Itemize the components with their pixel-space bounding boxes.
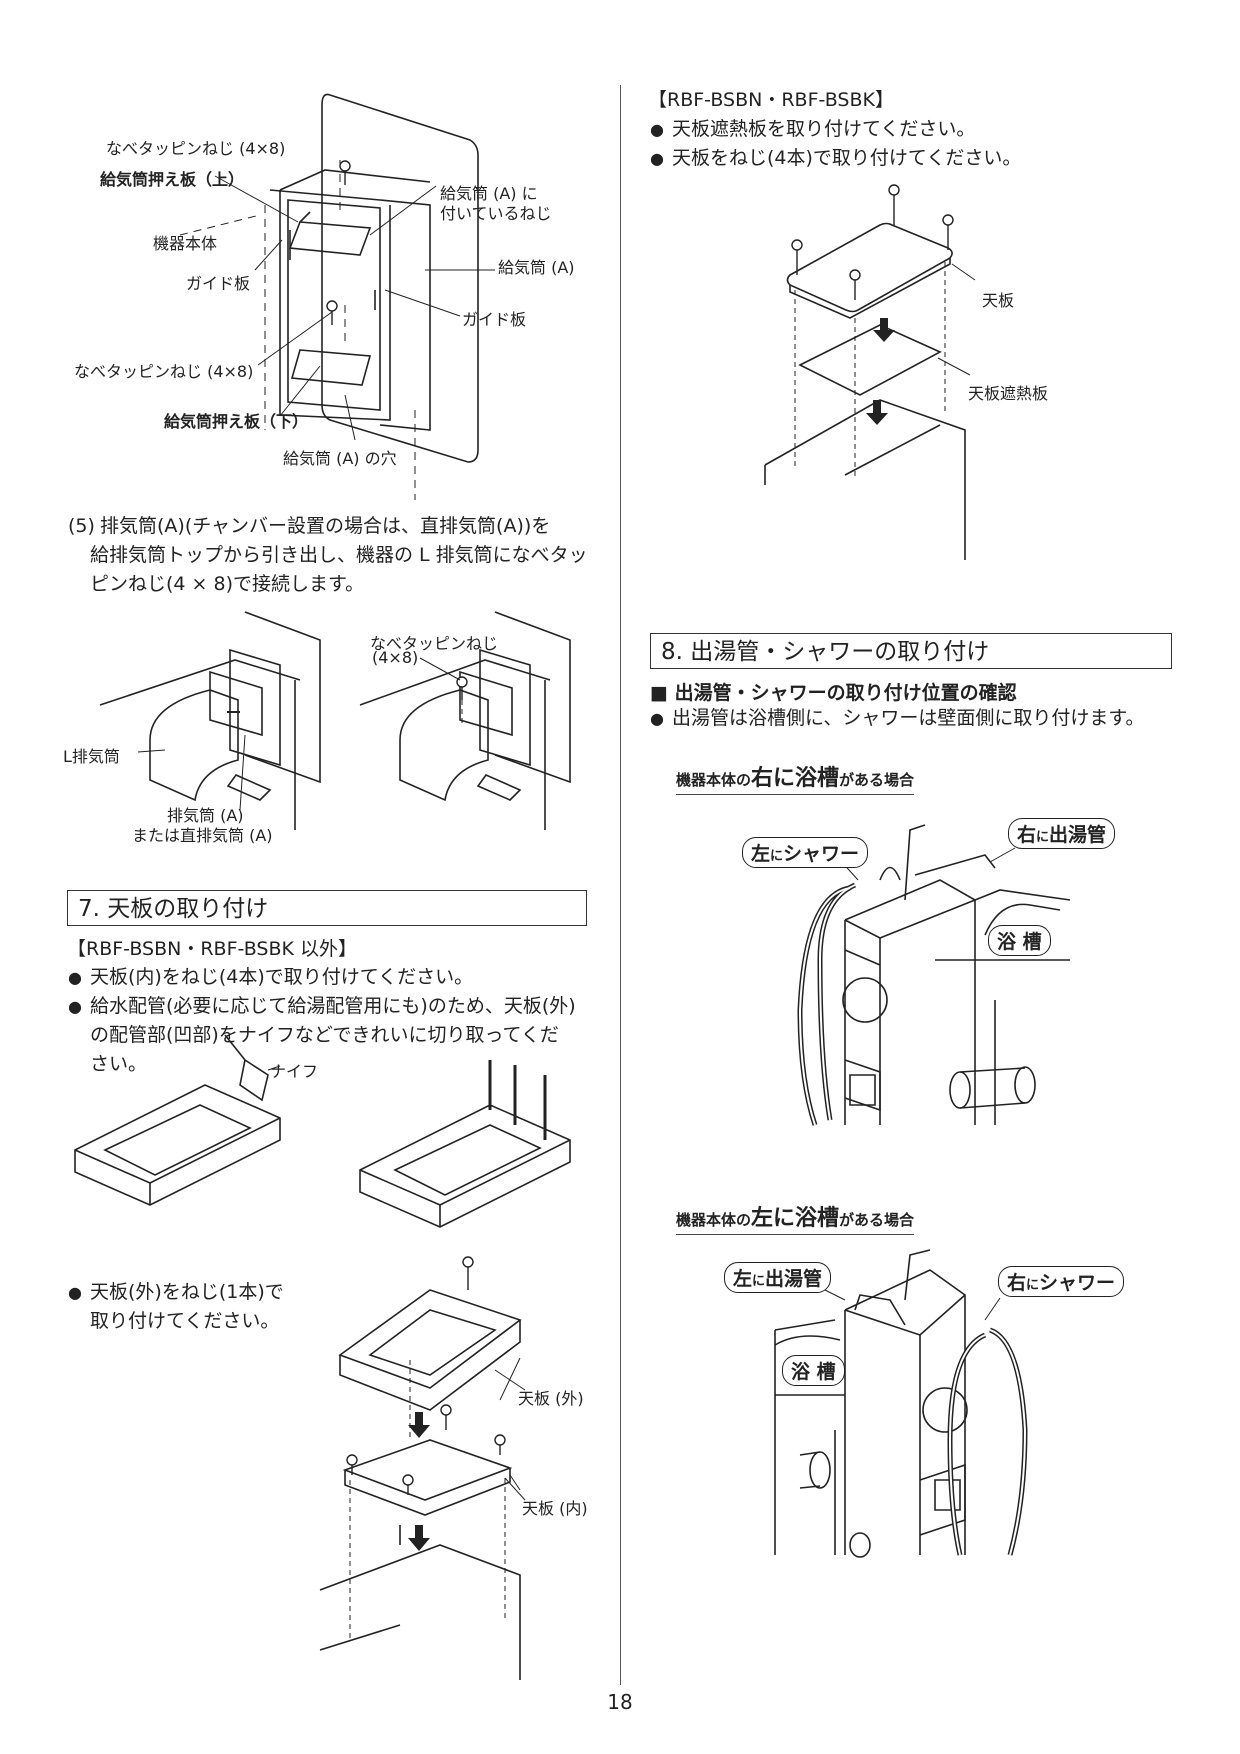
- label-l-exhaust: L排気筒: [63, 747, 120, 766]
- section-8-heading: 8. 出湯管・シャワーの取り付け: [650, 633, 1172, 669]
- label-screw-a-line2: 付いているねじ: [440, 204, 552, 223]
- label-heat-shield: 天板遮熱板: [968, 384, 1049, 403]
- step5-line3: ピンねじ(4 × 8)で接続します。: [90, 573, 365, 595]
- label-guide-left: ガイド板: [186, 274, 251, 293]
- label-guide-right: ガイド板: [462, 310, 527, 329]
- case-2-tub-callout: 浴 槽: [782, 1355, 845, 1386]
- case-2-spout-callout: 左に出湯管: [724, 1262, 832, 1293]
- section-7-heading: 7. 天板の取り付け: [67, 890, 587, 926]
- case-1-pre: 機器本体の: [676, 771, 752, 789]
- label-top-inner: 天板 (内): [522, 1499, 588, 1518]
- case-1-big: 右に浴槽: [751, 766, 840, 791]
- right-bullet-2: 天板をねじ(4本)で取り付けてください。: [650, 144, 1021, 173]
- case-1-spout-callout: 右に出湯管: [1008, 818, 1116, 849]
- case-1-spout-side: 右: [1017, 824, 1037, 846]
- label-plate-top: 給気筒押え板（上）: [100, 170, 245, 189]
- case-2-spout-side: 左: [733, 1268, 753, 1290]
- case-2-shower-side: 右: [1007, 1272, 1027, 1294]
- case-1-shower-side: 左: [751, 843, 771, 865]
- label-screw-bottom: なべタッピンねじ (4×8): [74, 362, 254, 381]
- label-fig2-screw-line2: (4×8): [372, 648, 419, 667]
- case-1-spout-ni: に: [1036, 830, 1050, 845]
- label-fig2-screw-line1: なべタッピンねじ: [370, 634, 499, 653]
- case-2-shower-callout: 右にシャワー: [998, 1266, 1125, 1297]
- label-plate-bottom: 給気筒押え板（下）: [164, 412, 309, 431]
- case-2-shower-label: シャワー: [1039, 1272, 1116, 1294]
- section-7-bullet-1: 天板(内)をねじ(4本)で取り付けてください。: [68, 963, 473, 992]
- label-top: 天板: [982, 291, 1015, 310]
- section-7-bullet-2-line3: さい。: [90, 1053, 148, 1075]
- section-7-model: 【RBF-BSBN・RBF-BSBK 以外】: [67, 938, 357, 960]
- label-knife: ナイフ: [270, 1062, 319, 1081]
- case-1-tub-callout: 浴 槽: [988, 925, 1051, 956]
- case-1-title: 機器本体の右に浴槽がある場合: [676, 760, 915, 795]
- case-1-spout-label: 出湯管: [1049, 824, 1107, 846]
- section-8-bullet-1: 出湯管は浴槽側に、シャワーは壁面側に取り付けます。: [650, 704, 1145, 733]
- label-duct-a: 給気筒 (A): [498, 258, 575, 277]
- right-bullet-1: 天板遮熱板を取り付けてください。: [650, 115, 975, 144]
- section-7-bullet-2-line2: の配管部(凹部)をナイフなどできれいに切り取ってくだ: [90, 1024, 559, 1046]
- case-2-spout-ni: に: [752, 1274, 766, 1289]
- label-screw-a-line1: 給気筒 (A) に: [440, 184, 538, 203]
- case-2-post: がある場合: [839, 1211, 915, 1229]
- case-2-spout-label: 出湯管: [765, 1268, 823, 1290]
- case-1-shower-label: シャワー: [783, 843, 860, 865]
- section-7-bullet-3-line2: 取り付けてください。: [90, 1310, 280, 1332]
- case-2-shower-ni: に: [1026, 1278, 1040, 1293]
- case-2-pre: 機器本体の: [676, 1211, 752, 1229]
- right-model: 【RBF-BSBN・RBF-BSBK】: [648, 89, 894, 111]
- section-7-bullet-2-line1: 給水配管(必要に応じて給湯配管用にも)のため、天板(外): [68, 992, 576, 1021]
- label-body: 機器本体: [153, 234, 218, 253]
- case-2-big: 左に浴槽: [751, 1206, 840, 1231]
- case-1-shower-callout: 左にシャワー: [742, 837, 869, 868]
- case-1-shower-ni: に: [770, 849, 784, 864]
- label-screw-top: なべタッピンねじ (4×8): [106, 139, 286, 158]
- label-exhaust-a: 排気筒 (A): [167, 806, 244, 825]
- case-2-title: 機器本体の左に浴槽がある場合: [676, 1200, 915, 1235]
- case-1-post: がある場合: [839, 771, 915, 789]
- label-direct-exhaust-a: または直排気筒 (A): [132, 826, 273, 845]
- page-number: 18: [607, 1690, 633, 1714]
- step5-number: (5): [68, 515, 95, 537]
- step5-line1: 排気筒(A)(チャンバー設置の場合は、直排気筒(A))を: [100, 515, 551, 537]
- label-top-outer: 天板 (外): [518, 1389, 584, 1408]
- column-divider: [620, 85, 621, 1685]
- label-duct-hole: 給気筒 (A) の穴: [283, 449, 397, 468]
- section-8-subheading: ■ 出湯管・シャワーの取り付け位置の確認: [650, 682, 1017, 704]
- step5-line2: 給排気筒トップから引き出し、機器の L 排気筒になべタッ: [90, 544, 588, 566]
- section-7-bullet-3-line1: 天板(外)をねじ(1本)で: [68, 1278, 284, 1307]
